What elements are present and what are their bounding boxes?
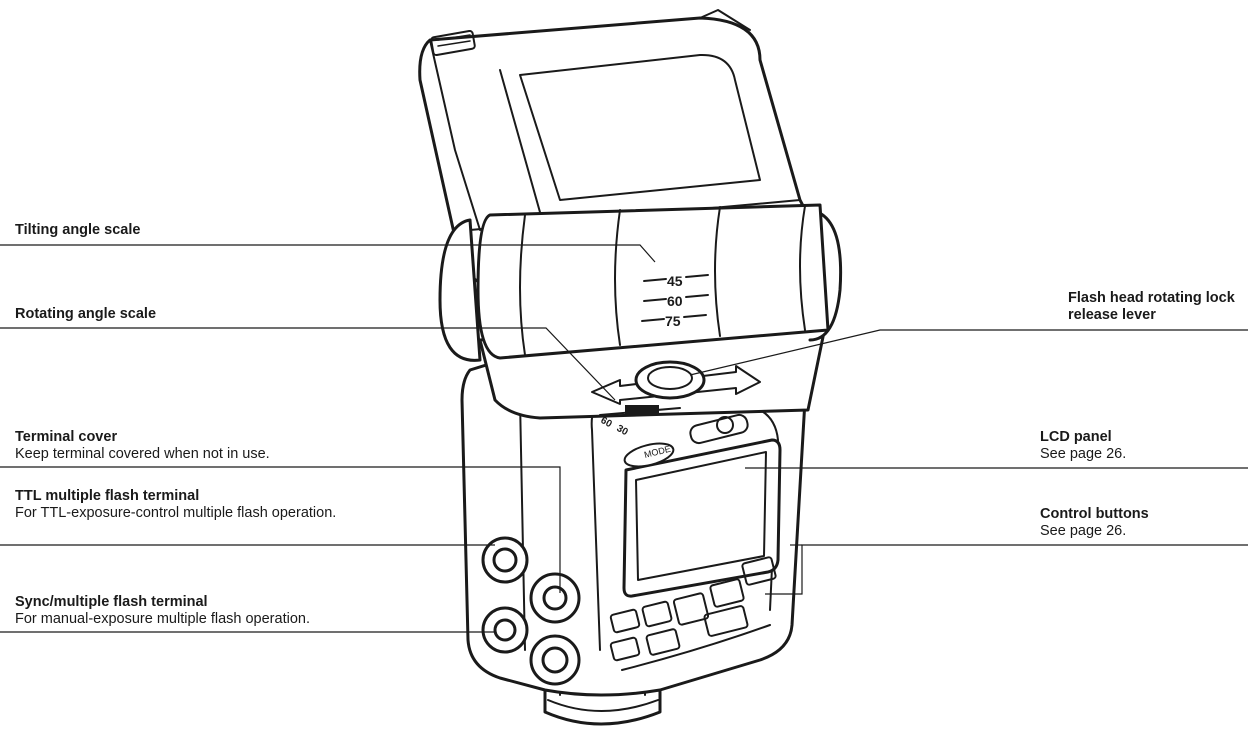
callout-title: TTL multiple flash terminal [15, 488, 200, 504]
callout-title: Tilting angle scale [15, 222, 141, 238]
callout-sync-multiple-flash-terminal: Sync/multiple flash terminal For manual-… [15, 594, 455, 628]
leader-lock-release [689, 329, 1248, 376]
tilt-scale-label: 75 [665, 313, 681, 329]
callout-lcd-panel: LCD panel See page 26. [1040, 429, 1230, 463]
callout-ttl-multiple-flash-terminal: TTL multiple flash terminal For TTL-expo… [15, 488, 345, 522]
rotate-scale-label: 60 [599, 415, 615, 430]
leader-lines [0, 244, 1248, 633]
callout-description: For TTL-exposure-control multiple flash … [15, 505, 337, 521]
control-buttons-shape [609, 556, 777, 671]
leader-control-buttons [765, 544, 1248, 595]
callout-title: Flash head rotating lock release lever [1068, 290, 1235, 323]
callout-flash-head-lock-release-lever: Flash head rotating lock release lever [1068, 290, 1238, 324]
leader-rotating-angle-scale [0, 327, 616, 401]
callout-title: Terminal cover [15, 429, 118, 445]
leader-tilting-angle-scale [0, 244, 656, 263]
tilt-scale-label: 45 [667, 273, 683, 289]
scale-labels: 45 60 75 60 30 [599, 273, 683, 438]
callout-description: See page 26. [1040, 446, 1127, 462]
callout-tilting-angle-scale: Tilting angle scale [15, 222, 140, 239]
lcd-panel-shape: MODE [622, 413, 782, 598]
callout-terminal-cover: Terminal cover Keep terminal covered whe… [15, 429, 435, 463]
callout-title: LCD panel [1040, 429, 1112, 445]
callout-description: Keep terminal covered when not in use. [15, 446, 270, 462]
callout-rotating-angle-scale: Rotating angle scale [15, 306, 156, 323]
rotate-scale-label: 30 [615, 423, 631, 438]
callout-description: See page 26. [1040, 523, 1127, 539]
callout-title: Sync/multiple flash terminal [15, 594, 208, 610]
terminals [481, 536, 581, 686]
callout-title: Rotating angle scale [15, 306, 157, 322]
callout-title: Control buttons [1040, 506, 1149, 522]
leader-terminal-cover [0, 466, 561, 593]
rotate-marks [716, 416, 734, 434]
tilt-cylinder [438, 203, 843, 362]
tilt-scale-label: 60 [667, 293, 683, 309]
callout-control-buttons: Control buttons See page 26. [1040, 506, 1230, 540]
callout-description: For manual-exposure multiple flash opera… [15, 611, 310, 627]
